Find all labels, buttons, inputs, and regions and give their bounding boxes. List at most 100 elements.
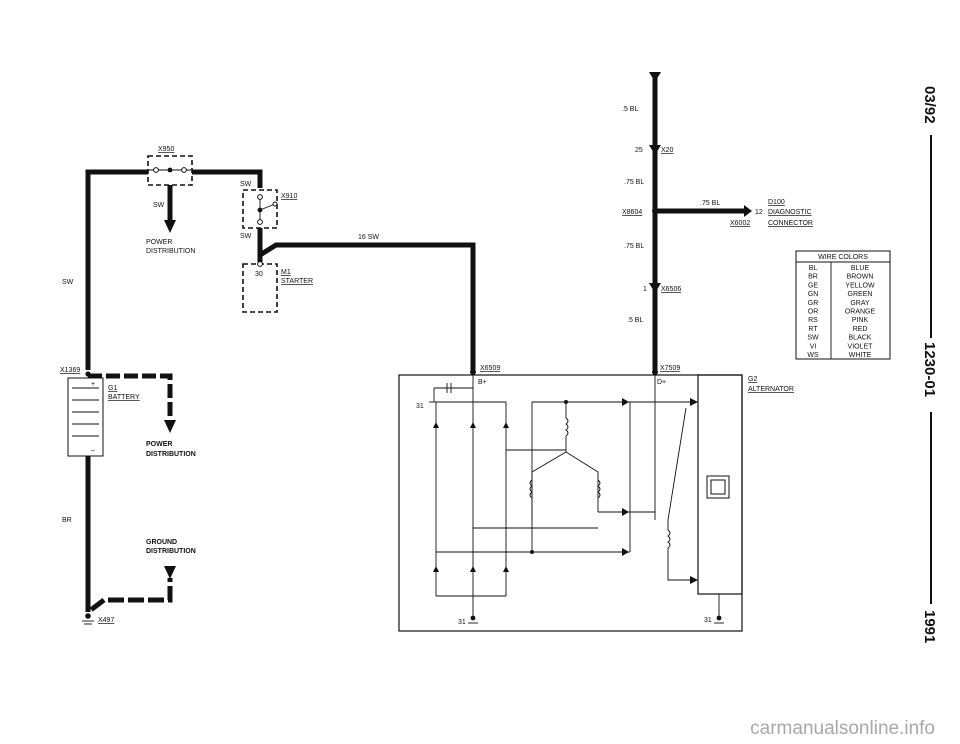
wire-color-code: BL bbox=[809, 265, 818, 272]
x6509-dot bbox=[470, 369, 476, 375]
d-plus-label: D+ bbox=[657, 379, 666, 386]
x497-dot bbox=[85, 613, 91, 619]
wire-color-code: RT bbox=[808, 326, 818, 333]
m1-ref: M1 bbox=[281, 269, 291, 276]
wire-label-sw-1: SW bbox=[153, 202, 165, 209]
m1-name: STARTER bbox=[281, 278, 313, 285]
arrow-power-dist-1 bbox=[164, 220, 176, 233]
side-labels: 03/92 1230-01 1991 bbox=[921, 86, 938, 643]
wire-color-code: BR bbox=[808, 274, 818, 281]
wire-label-sw-4: SW bbox=[240, 233, 252, 240]
ground-dist-line1: GROUND bbox=[146, 539, 177, 546]
wire-label-05bl-bottom: .5 BL bbox=[627, 317, 643, 324]
wire-label-075bl-c: .75 BL bbox=[624, 243, 644, 250]
wire-color-code: GR bbox=[808, 300, 819, 307]
x6509-label: X6509 bbox=[480, 365, 500, 372]
side-section: 1230-01 bbox=[921, 342, 938, 397]
battery-minus: – bbox=[91, 447, 95, 454]
g2-ref: G2 bbox=[748, 376, 757, 383]
wire-color-code: RS bbox=[808, 317, 818, 324]
x910-pin-3 bbox=[257, 219, 263, 225]
m1-starter: 30 M1 STARTER bbox=[242, 261, 313, 313]
wire-color-name: RED bbox=[853, 326, 868, 333]
wire-label-br: BR bbox=[62, 517, 72, 524]
wire-label-sw-3: SW bbox=[62, 279, 74, 286]
stator-coil-1 bbox=[565, 402, 569, 452]
wire-colors-border bbox=[795, 250, 891, 360]
alternator-outer-box bbox=[398, 374, 743, 632]
x910-pin-4 bbox=[272, 201, 278, 207]
reg-ground-dot bbox=[716, 615, 722, 621]
diag-arrow bbox=[744, 205, 752, 217]
g1-battery: X1369 + – G1 BATTERY bbox=[60, 367, 140, 457]
diode-6 bbox=[503, 566, 509, 572]
diode-3 bbox=[503, 422, 509, 428]
x950-pin-3 bbox=[181, 167, 187, 173]
wire-label-075bl-a: .75 BL bbox=[624, 179, 644, 186]
power-dist-2-line1: POWER bbox=[146, 441, 172, 448]
watermark: carmanualsonline.info bbox=[750, 718, 935, 739]
g1-ref: G1 bbox=[108, 385, 117, 392]
side-year: 1991 bbox=[921, 610, 938, 643]
wire-sw-left-trunk bbox=[85, 169, 148, 370]
wire-color-code: OR bbox=[808, 309, 819, 316]
power-dist-1-line2: DISTRIBUTION bbox=[146, 248, 195, 255]
x950-label: X950 bbox=[158, 146, 174, 153]
regulator-arrow-top bbox=[690, 398, 698, 406]
wire-color-name: GREEN bbox=[848, 291, 873, 298]
battery-body bbox=[67, 377, 104, 457]
stator-wire-right bbox=[565, 451, 599, 512]
wire-colors-title: WIRE COLORS bbox=[818, 254, 868, 261]
cap-ground-31: 31 bbox=[416, 403, 424, 410]
wire-color-name: BLUE bbox=[851, 265, 870, 272]
regulator-symbol-inner bbox=[710, 479, 726, 495]
field-coil bbox=[667, 407, 690, 581]
diode-2 bbox=[470, 422, 476, 428]
exciter-diode bbox=[622, 398, 629, 406]
x910-connector: X910 SW bbox=[240, 189, 297, 240]
x7509-dot bbox=[652, 369, 658, 375]
exciter-diode-3 bbox=[622, 548, 629, 556]
x910-label: X910 bbox=[281, 193, 297, 200]
g2-alternator: X6509 X7509 B+ D+ G2 ALTERNATOR 31 bbox=[398, 365, 794, 632]
wire-battery-power-dist-2 bbox=[88, 373, 173, 420]
exciter-bottom-node bbox=[530, 550, 534, 554]
x497-label: X497 bbox=[98, 617, 114, 624]
wire-label-sw-2: SW bbox=[240, 181, 252, 188]
g2-name: ALTERNATOR bbox=[748, 386, 794, 393]
x6506-pin: 1 bbox=[643, 286, 647, 293]
x910-branch bbox=[259, 203, 276, 211]
x950-connector: X950 bbox=[147, 146, 193, 186]
reg-ground-31: 31 bbox=[704, 617, 712, 624]
wire-color-code: WS bbox=[807, 352, 819, 359]
x20-label: X20 bbox=[661, 147, 674, 154]
g1-name: BATTERY bbox=[108, 394, 140, 401]
x497-ground: X497 bbox=[82, 613, 114, 625]
x6506-label: X6506 bbox=[661, 286, 681, 293]
regulator-box bbox=[697, 374, 743, 595]
wire-color-name: PINK bbox=[852, 317, 869, 324]
wire-br-ground bbox=[85, 456, 173, 617]
regulator-symbol-outer bbox=[706, 475, 730, 499]
b-ground-31: 31 bbox=[458, 619, 466, 626]
wire-color-name: ORANGE bbox=[845, 309, 876, 316]
x950-pin-1 bbox=[153, 167, 159, 173]
wire-color-name: GRAY bbox=[850, 300, 870, 307]
exciter-diode-2 bbox=[622, 508, 629, 516]
wire-color-code: GN bbox=[808, 291, 819, 298]
wire-color-name: BLACK bbox=[849, 335, 872, 342]
ground-dist-line2: DISTRIBUTION bbox=[146, 548, 196, 555]
x8604-label: X8604 bbox=[622, 209, 642, 216]
stator-wire-left bbox=[531, 451, 567, 520]
wire-color-code: GE bbox=[808, 282, 818, 289]
wire-color-code: VI bbox=[810, 343, 817, 350]
d100-ref: D100 bbox=[768, 199, 785, 206]
diode-5 bbox=[470, 566, 476, 572]
wire-label-05bl-top: .5 BL bbox=[622, 106, 638, 113]
arrow-top-bl bbox=[649, 72, 661, 82]
m1-terminal-dot bbox=[257, 261, 263, 267]
x6506-marker bbox=[649, 283, 661, 293]
power-dist-1-line1: POWER bbox=[146, 239, 172, 246]
